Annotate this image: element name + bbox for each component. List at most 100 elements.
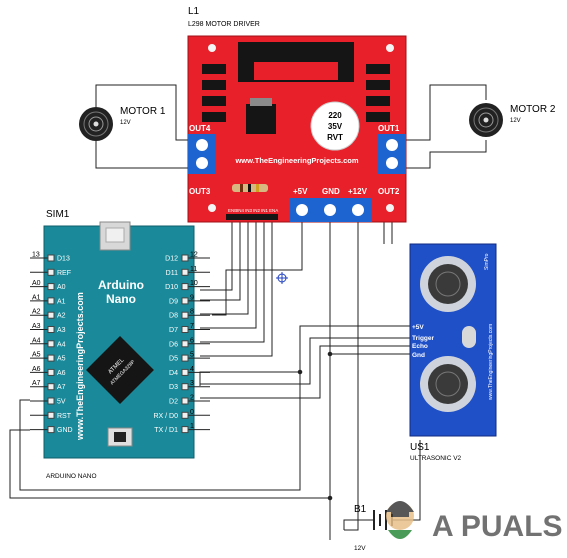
- sensor-pin-trigger: Trigger: [412, 335, 435, 342]
- pin-number: 9: [190, 294, 194, 301]
- smd-diode: [202, 80, 226, 90]
- header-pin[interactable]: [47, 354, 55, 362]
- wire-sensor-trig: [200, 337, 410, 385]
- input-header[interactable]: [226, 214, 278, 220]
- header-pin[interactable]: [47, 283, 55, 291]
- arduino-left-pins: D1313REFA0A0A1A1A2A2A3A3A4A4A5A5A6A6A7A7…: [30, 252, 73, 434]
- header-pin[interactable]: [47, 383, 55, 391]
- header-pin[interactable]: [181, 283, 189, 291]
- arduino-name-line1: Arduino: [98, 278, 144, 292]
- junction-dot: [327, 495, 333, 501]
- power-12v-label: +12V: [348, 187, 368, 196]
- smd-diode: [366, 64, 390, 74]
- wire-in-enb: [200, 220, 233, 291]
- arduino-ref: SIM1: [46, 209, 70, 220]
- capacitor-line3: RVT: [327, 133, 343, 142]
- pin-label: RX / D0: [153, 413, 178, 420]
- header-pin[interactable]: [47, 411, 55, 419]
- pin-number: 8: [190, 309, 194, 316]
- motor-1-ring: [83, 111, 109, 137]
- mascot-icon: [386, 501, 414, 539]
- input-pin-label: IN4: [237, 208, 245, 213]
- header-pin[interactable]: [181, 368, 189, 376]
- pin-number: 1: [190, 423, 194, 430]
- sensor-mesh-ring: [435, 271, 461, 297]
- header-pin[interactable]: [181, 397, 189, 405]
- sensor-ref: US1: [410, 442, 430, 453]
- pin-label: D2: [169, 399, 178, 406]
- terminal-screw: [386, 139, 398, 151]
- smd-diode: [366, 96, 390, 106]
- sensor-pin-gnd: Gnd: [412, 352, 425, 359]
- header-pin[interactable]: [47, 368, 55, 376]
- capacitor: [310, 101, 360, 151]
- terminal-screw: [324, 204, 336, 216]
- pin-number: A7: [32, 380, 41, 387]
- usb-port: [105, 227, 125, 243]
- input-pin-label: ENA: [269, 208, 278, 213]
- heatsink-slot: [254, 62, 338, 80]
- input-pin-label: IN3: [245, 208, 253, 213]
- terminal-screw: [296, 204, 308, 216]
- wire-in-in2: [200, 220, 257, 329]
- wire-in-in4: [200, 220, 241, 301]
- pin-label: D8: [169, 313, 178, 320]
- smd-diode: [202, 64, 226, 74]
- header-pin[interactable]: [181, 297, 189, 305]
- terminal-out4-label: OUT4: [189, 124, 211, 133]
- header-pin[interactable]: [181, 311, 189, 319]
- pin-label: A4: [57, 341, 66, 348]
- pin-number: 5: [190, 352, 194, 359]
- pin-label: A3: [57, 327, 66, 334]
- terminal-screw: [352, 204, 364, 216]
- pin-number: 3: [190, 380, 194, 387]
- driver-website: www.TheEngineeringProjects.com: [234, 156, 358, 165]
- pin-label: A1: [57, 298, 66, 305]
- wire-battery-pos: [343, 519, 356, 530]
- header-pin[interactable]: [47, 340, 55, 348]
- header-pin[interactable]: [181, 340, 189, 348]
- motor-2-voltage: 12V: [510, 118, 521, 124]
- pin-number: 7: [190, 323, 194, 330]
- motor-1-shaft: [93, 121, 99, 127]
- wire-motor2-out2: [406, 140, 487, 169]
- pin-number: A6: [32, 366, 41, 373]
- header-pin[interactable]: [47, 426, 55, 434]
- smd-diode: [202, 96, 226, 106]
- header-pin[interactable]: [181, 426, 189, 434]
- header-pin[interactable]: [181, 411, 189, 419]
- arduino-footer: ARDUINO NANO: [46, 473, 97, 480]
- header-pin[interactable]: [181, 354, 189, 362]
- voltage-regulator: [246, 104, 276, 134]
- header-pin[interactable]: [181, 268, 189, 276]
- header-pin[interactable]: [181, 254, 189, 262]
- terminal-out1-label: OUT1: [378, 124, 400, 133]
- mount-hole: [208, 44, 216, 52]
- pin-number: 10: [190, 280, 198, 287]
- motor-1-voltage: 12V: [120, 120, 131, 126]
- header-pin[interactable]: [47, 397, 55, 405]
- pin-label: A2: [57, 313, 66, 320]
- usb-connector: [99, 221, 131, 251]
- header-pin[interactable]: [47, 326, 55, 333]
- header-pin[interactable]: [181, 326, 189, 333]
- pin-label: TX / D1: [154, 427, 178, 434]
- header-pin[interactable]: [47, 268, 55, 276]
- arduino-website: www.TheEngineeringProjects.com: [75, 292, 85, 441]
- input-pin-label: ENB: [228, 208, 237, 213]
- header-pin[interactable]: [47, 254, 55, 262]
- motor-2[interactable]: MOTOR 2 12V: [469, 103, 556, 137]
- motor-2-ring: [473, 107, 499, 133]
- motor-1[interactable]: MOTOR 1 12V: [79, 106, 166, 141]
- header-pin[interactable]: [47, 311, 55, 319]
- junction-dot: [297, 369, 303, 375]
- sensor-tag: SimPro: [484, 253, 490, 270]
- motor-driver[interactable]: L1 L298 MOTOR DRIVER 220 35V RVT www.The…: [187, 6, 407, 223]
- arduino-nano[interactable]: SIM1 Arduino Nano www.TheEngineeringProj…: [30, 209, 210, 480]
- terminal-screw: [386, 157, 398, 169]
- header-pin[interactable]: [47, 297, 55, 305]
- ultrasonic-sensor[interactable]: www.TheEngineeringProjects.com SimPro +5…: [409, 243, 497, 462]
- sensor-mesh-ring: [435, 371, 461, 397]
- header-pin[interactable]: [181, 383, 189, 391]
